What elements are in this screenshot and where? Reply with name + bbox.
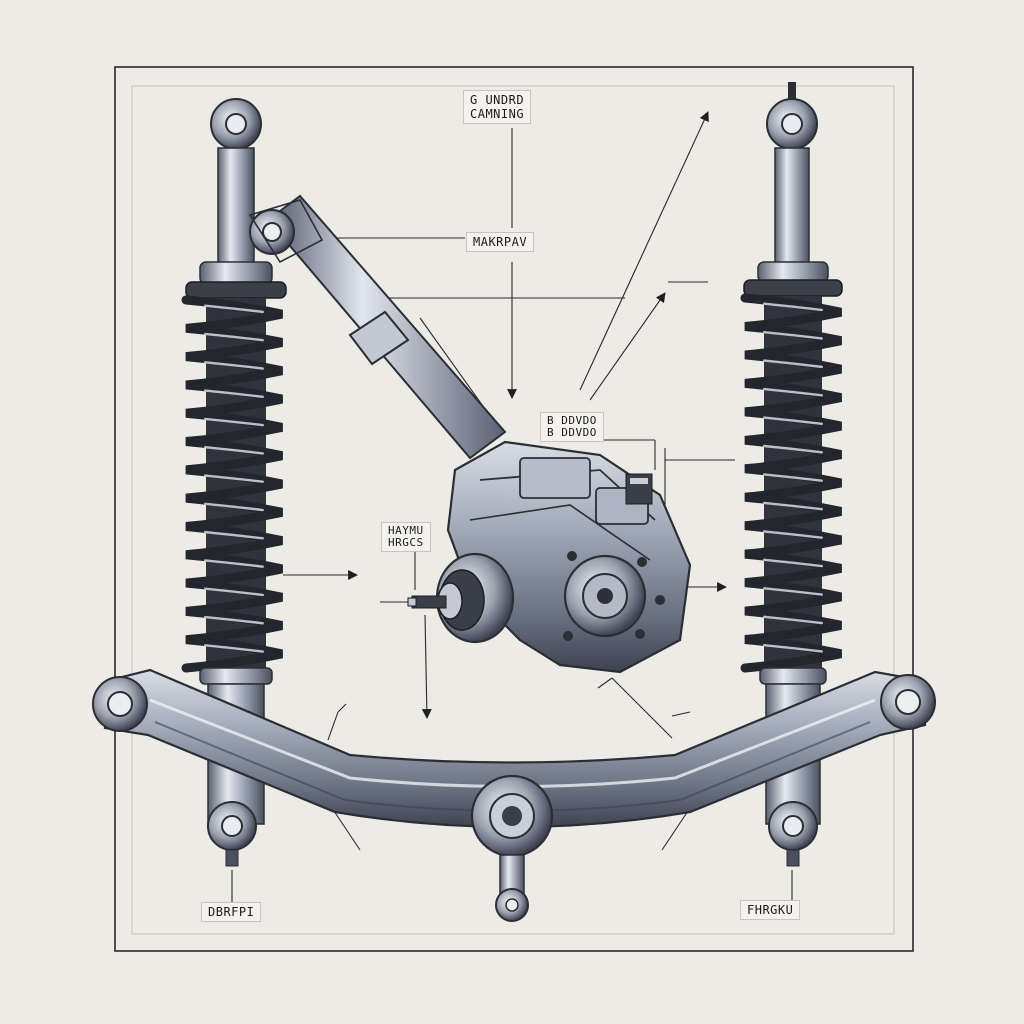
label-bottom-left: DBRFPI bbox=[201, 902, 262, 922]
label-center-left: HAYMU HRGCS bbox=[381, 522, 431, 552]
lower-control-arm bbox=[92, 668, 936, 922]
label-center-right-line1: B DDVDO bbox=[547, 414, 597, 427]
right-coil-spring bbox=[740, 293, 842, 673]
label-center-right: B DDVDO B DDVDO bbox=[540, 412, 604, 442]
label-center-left-line2: HRGCS bbox=[388, 536, 424, 549]
frame-border bbox=[114, 66, 914, 952]
label-top-center: G UNDRD CAMNING bbox=[463, 90, 532, 124]
steering-gearbox bbox=[407, 440, 692, 674]
label-bottom-right: FHRGKU bbox=[740, 900, 801, 920]
label-center-left-line1: HAYMU bbox=[388, 524, 424, 537]
label-center-right-line2: B DDVDO bbox=[547, 426, 597, 439]
label-top-center-line1: G UNDRD bbox=[470, 93, 525, 107]
diagonal-tie-rod bbox=[248, 194, 507, 460]
label-top-center-line2: CAMNING bbox=[470, 107, 525, 121]
inner-frame bbox=[131, 85, 895, 935]
label-upper-center: MAKRPAV bbox=[466, 232, 535, 252]
left-coil-spring bbox=[181, 295, 283, 673]
